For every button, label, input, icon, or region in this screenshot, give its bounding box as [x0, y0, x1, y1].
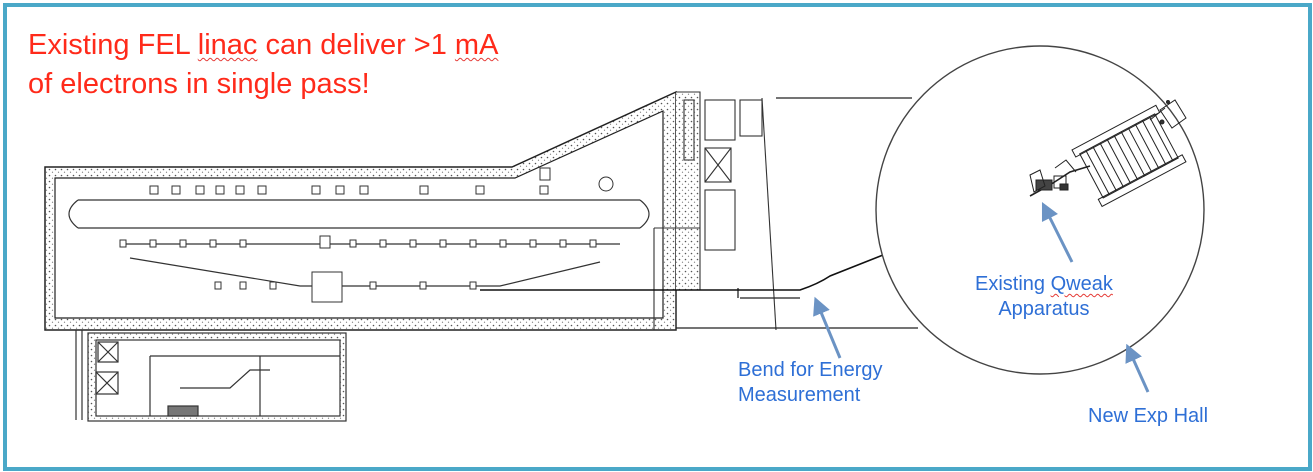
bend-callout-line-1: Bend for Energy [738, 359, 883, 381]
bend-callout: Bend for Energy Measurement [738, 358, 883, 408]
hall-callout: New Exp Hall [1088, 405, 1209, 427]
utility-core [653, 91, 777, 331]
qweak-callout-text: Existing [975, 273, 1051, 295]
vault-shield-wall [44, 90, 677, 331]
bend-arrow [813, 296, 842, 359]
beamline-magnets [119, 167, 614, 303]
qweak-arrow [1041, 201, 1074, 263]
hall-arrow [1125, 343, 1150, 393]
qweak-callout-line-2: Apparatus [998, 298, 1090, 320]
headline-line-2: of electrons in single pass! [28, 68, 370, 100]
new-exp-hall [875, 45, 1205, 375]
headline-text-ma: mA [454, 29, 499, 61]
slide-frame [3, 3, 1312, 471]
qweak-callout: Existing Qweak Apparatus [975, 272, 1113, 322]
headline-text-b: can deliver >1 [257, 29, 455, 61]
qweak-callout-name: Qweak [1050, 273, 1113, 295]
recirculation-loop [68, 199, 650, 287]
lower-rooms [75, 330, 347, 422]
bend-callout-line-2: Measurement [738, 384, 861, 406]
callout-arrows [813, 201, 1150, 393]
headline-text-a: Existing FEL [28, 29, 198, 61]
headline-line-1: Existing FEL linac can deliver >1 mA [28, 31, 498, 60]
headline-text-linac: linac [197, 29, 258, 61]
qweak-apparatus-sketch [1029, 99, 1187, 208]
beam-line [480, 195, 1033, 291]
transport-tunnel [676, 97, 918, 329]
qweak-callout-line-1: Existing Qweak [975, 272, 1113, 297]
